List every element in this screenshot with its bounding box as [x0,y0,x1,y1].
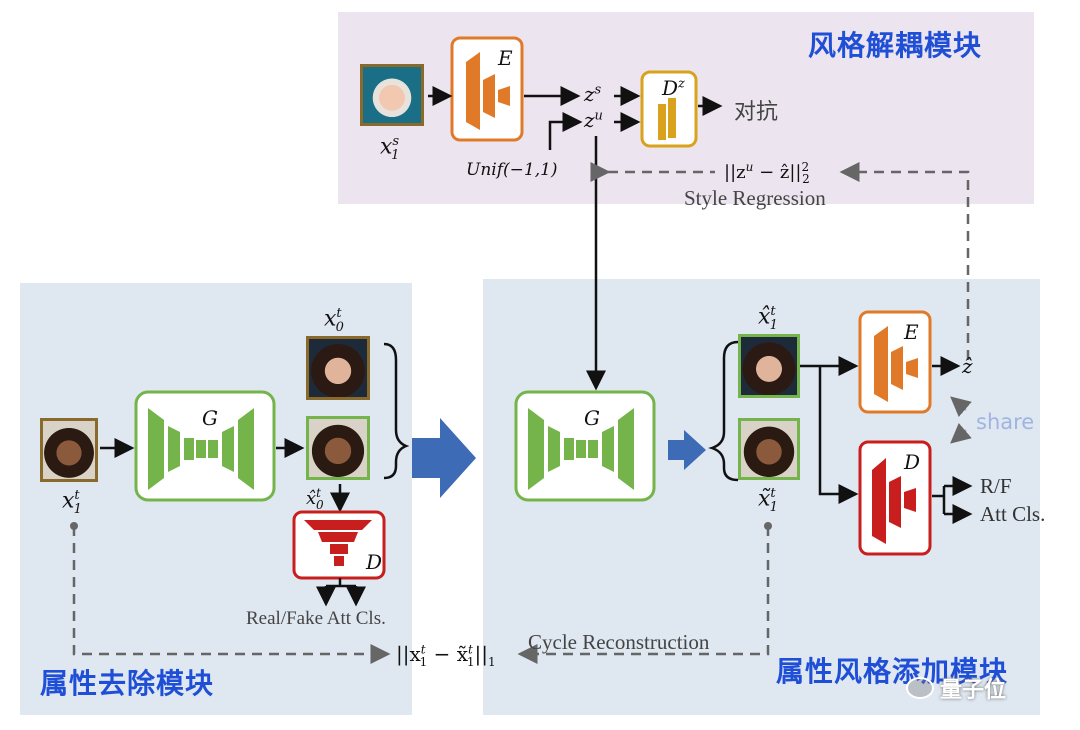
label-x1hat: x̂t1 [758,304,778,333]
label-unif: Unif(−1,1) [466,160,558,180]
label-disc-right: D [904,450,921,474]
label-adversarial: 对抗 [734,100,779,125]
label-style-loss: ||zu − ẑ||22 [724,160,810,186]
label-style-regression: Style Regression [684,186,826,210]
label-attcls: Att Cls. [980,502,1046,526]
label-share: share [976,410,1035,434]
label-disc-left: D [366,550,383,574]
label-generator-right: G [584,406,600,430]
blue-arrow-main [412,418,476,498]
label-generator-left: G [202,406,218,430]
label-zhat: ẑ [962,354,973,378]
label-cycle-reconstruction: Cycle Reconstruction [528,630,710,654]
label-x1t-left: xt1 [62,488,82,517]
watermark: 量子位 [906,672,1006,704]
generator-left-shape [148,408,254,490]
face-x1hat [738,334,800,398]
face-x0hat [306,416,370,480]
generator-right-shape [528,408,634,490]
label-cycle-loss: ||xt1 − x̃t1||1 [396,642,496,669]
attr-style-add-title: 属性风格添加模块 [776,655,1009,688]
label-rf: R/F [980,474,1012,498]
face-x1tilde [738,418,800,480]
label-zu: zu [584,108,603,132]
face-x1t-left [40,418,98,482]
label-realfake: Real/Fake Att Cls. [246,608,386,629]
label-x0hat: x̂t0 [306,486,324,512]
label-encoder-top: E [498,46,513,70]
label-dz: Dz [662,76,685,100]
label-x1tilde: x̃t1 [758,486,778,515]
face-x1s [360,64,424,126]
label-encoder-right: E [904,320,919,344]
label-x1s: xs1 [380,134,400,163]
attr-removal-title: 属性去除模块 [40,667,215,700]
face-x0t [306,336,370,400]
style-disentangle-title: 风格解耦模块 [808,29,983,62]
chat-bubble-icon [906,677,934,699]
label-x0t: xt0 [324,306,344,335]
encoder-top-shape [466,52,510,130]
blue-arrow-small [668,430,706,470]
label-zs: zs [584,82,602,106]
